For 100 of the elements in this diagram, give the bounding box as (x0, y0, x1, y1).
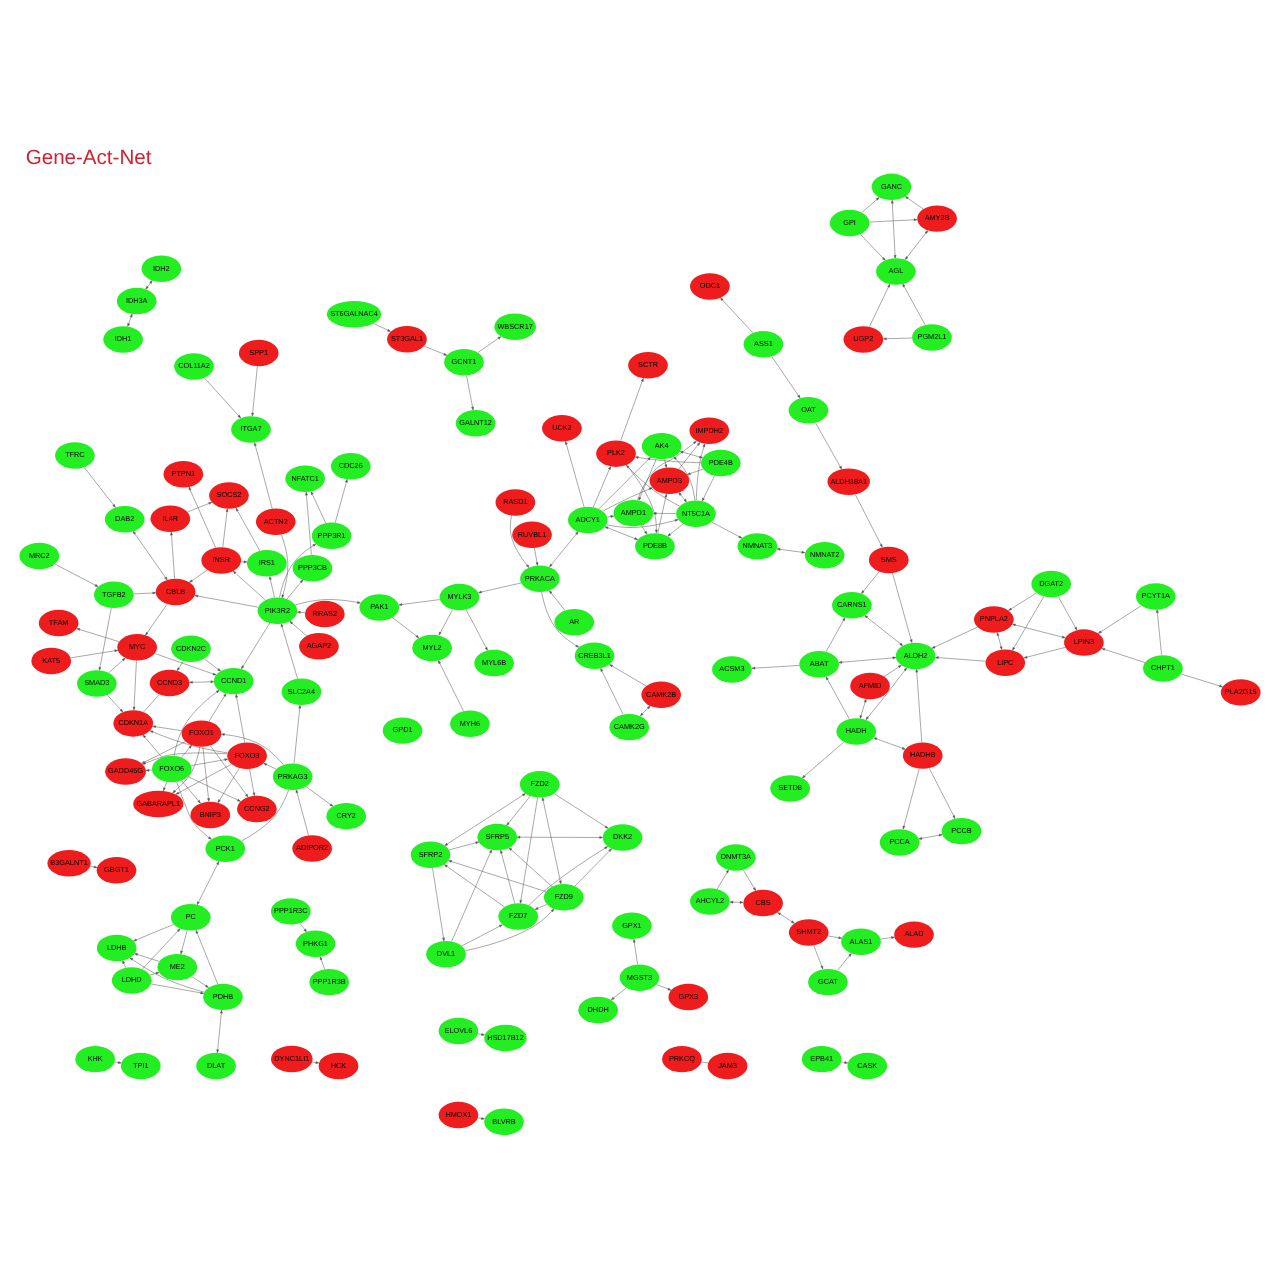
arrow (191, 976, 209, 988)
arrow (720, 297, 754, 334)
arrow (204, 658, 221, 672)
arrow (602, 487, 653, 512)
arrow (163, 781, 167, 792)
arrow (620, 378, 644, 441)
arrow (929, 768, 956, 819)
arrow (334, 479, 348, 523)
arrow (398, 599, 441, 606)
arrow (241, 622, 271, 670)
arrow (194, 594, 259, 608)
arrow (170, 531, 175, 579)
arrow (175, 763, 232, 795)
arrow (222, 508, 229, 548)
arrow (891, 200, 897, 259)
arrow (771, 356, 801, 399)
arrow (152, 725, 182, 731)
arrow (711, 521, 743, 539)
arrow (129, 957, 205, 993)
arrow (448, 860, 547, 892)
arrow (656, 984, 672, 991)
arrow (861, 197, 880, 213)
arrow (204, 377, 241, 419)
arrow (815, 422, 842, 470)
arrow (865, 667, 907, 720)
arrow (1098, 605, 1142, 634)
arrow (286, 579, 304, 600)
arrow (541, 797, 562, 885)
arrow (202, 746, 210, 802)
arrow (208, 693, 227, 722)
arrow (1101, 648, 1146, 663)
arrow (305, 491, 312, 556)
arrow (892, 572, 913, 643)
arrow (122, 960, 127, 969)
arrow (295, 599, 361, 606)
arrow (114, 1061, 122, 1064)
arrow (299, 922, 307, 933)
arrow (251, 366, 258, 417)
arrow (510, 515, 530, 568)
arrow (149, 972, 160, 976)
arrow (84, 467, 116, 508)
arrow (189, 680, 215, 684)
arrow (293, 705, 302, 764)
arrow (478, 582, 522, 594)
arrow (935, 656, 986, 662)
arrow (1180, 673, 1223, 688)
arrow (841, 1061, 848, 1064)
arrow (145, 603, 168, 636)
arrow (802, 741, 845, 779)
arrow (729, 900, 744, 904)
arrow (108, 657, 126, 674)
arrow (432, 867, 445, 942)
arrow (438, 609, 453, 636)
arrow (905, 196, 924, 210)
arrow (859, 698, 867, 719)
arrow (902, 283, 926, 325)
arrow (996, 632, 1003, 650)
connector (241, 789, 289, 842)
arrow (196, 861, 220, 906)
arrow (70, 649, 118, 659)
arrow (679, 450, 703, 459)
arrow (172, 746, 201, 794)
arrow (687, 468, 704, 475)
arrow (465, 609, 488, 651)
arrow (905, 230, 929, 260)
arrow (76, 628, 120, 642)
arrow (133, 924, 174, 942)
arrow (235, 694, 245, 743)
arrow (864, 615, 903, 646)
arrow (133, 591, 156, 595)
arrow (263, 763, 277, 770)
arrow (177, 660, 184, 672)
arrow (279, 543, 317, 598)
arrow (154, 653, 217, 676)
arrow (508, 847, 553, 887)
arrow (465, 908, 555, 951)
arrow (295, 789, 309, 836)
arrow (825, 676, 850, 720)
arrow (451, 849, 492, 942)
arrow (127, 313, 133, 327)
arrow (423, 345, 448, 356)
arrow (106, 694, 124, 713)
arrow (448, 841, 479, 851)
arrow (743, 869, 756, 891)
arrow (1012, 596, 1045, 651)
arrow (633, 939, 638, 965)
arrow (604, 526, 638, 540)
arrow (216, 1009, 223, 1053)
arrow (869, 284, 891, 327)
connector (143, 694, 160, 713)
arrow (855, 494, 883, 548)
arrow (883, 665, 902, 677)
arrow (305, 786, 334, 807)
arrow (444, 864, 505, 908)
arrow (90, 865, 98, 869)
arrow (776, 548, 806, 554)
arrow (695, 443, 706, 501)
arrow (553, 793, 609, 829)
arrow (500, 849, 515, 904)
arrow (134, 953, 160, 962)
